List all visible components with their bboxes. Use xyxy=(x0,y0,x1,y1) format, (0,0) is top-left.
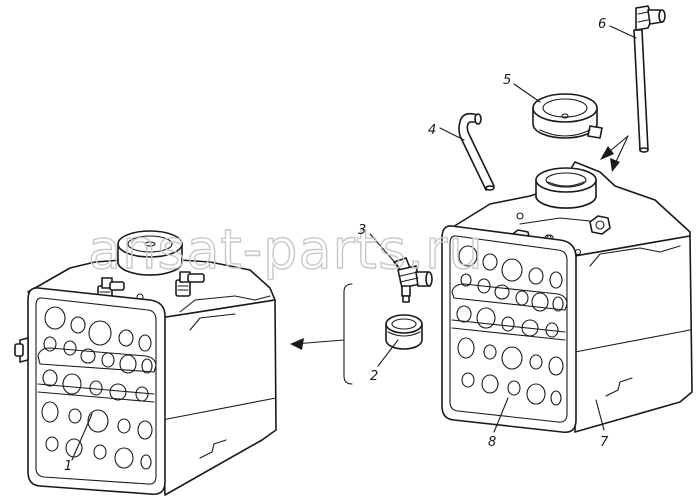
left-tank xyxy=(14,230,277,496)
left-tank-front-inner xyxy=(35,297,157,485)
left-tank-lug-bolt xyxy=(14,343,24,357)
part-5-filler-cap xyxy=(532,93,603,139)
part-2-coupling xyxy=(385,314,423,350)
right-tank-bolt xyxy=(516,212,524,220)
part-6-vent-tube xyxy=(633,5,666,153)
right-tank-rib-upper xyxy=(451,283,568,311)
left-tank-front-frame xyxy=(27,287,166,496)
callout-4: 4 xyxy=(428,123,436,138)
right-tank-top-step xyxy=(519,217,601,225)
right-tank-top-ridge xyxy=(589,245,681,267)
right-tank-dimples xyxy=(456,245,564,406)
callout-3: 3 xyxy=(358,223,366,238)
leader-4 xyxy=(439,127,465,141)
leader-lines xyxy=(71,25,637,461)
right-tank-neck-rim xyxy=(535,167,597,193)
callout-1: 1 xyxy=(64,459,72,474)
leader-7 xyxy=(595,399,605,431)
callout-6: 6 xyxy=(598,17,606,32)
right-tank-side-seam xyxy=(574,329,691,353)
callout-2: 2 xyxy=(370,369,378,384)
leader-1 xyxy=(71,413,93,461)
leader-3 xyxy=(369,233,399,267)
right-tank-side xyxy=(574,235,693,433)
callout-8: 8 xyxy=(488,435,496,450)
assembly-arrow-head xyxy=(290,338,304,350)
group-bracket xyxy=(343,283,353,385)
left-tank-top-step xyxy=(189,313,236,331)
left-tank-top-ridge xyxy=(179,295,271,313)
callout-5: 5 xyxy=(503,73,511,88)
left-tank-foot xyxy=(199,439,227,459)
left-tank-side xyxy=(159,299,277,496)
callout-7: 7 xyxy=(600,435,609,450)
leader-5 xyxy=(513,83,541,103)
left-tank-rib-lower xyxy=(37,383,155,403)
right-tank-neck-thread xyxy=(547,181,585,187)
leader-8 xyxy=(493,397,509,433)
part-3-tap xyxy=(393,257,433,303)
left-tank-rib-upper xyxy=(37,347,157,373)
left-tank-cap-center xyxy=(144,241,156,247)
right-tank-nut-b xyxy=(589,215,611,235)
leader-2 xyxy=(377,339,399,367)
right-tank xyxy=(441,161,693,434)
right-tank-neck-hole xyxy=(545,172,587,188)
right-tank-front-inner xyxy=(449,235,568,423)
left-tank-cap-inner xyxy=(127,235,173,253)
left-tank-dimples xyxy=(41,306,153,470)
watermark-text: ansat-parts.ru xyxy=(88,218,484,281)
left-tank-cap-top xyxy=(117,230,183,258)
left-tank-fitting-b xyxy=(175,271,205,297)
leader-6 xyxy=(609,25,637,39)
right-tank-foot xyxy=(605,377,633,397)
left-tank-side-seam xyxy=(161,397,277,421)
vent-arrow-head-a xyxy=(600,146,614,160)
vent-arrow-head-b xyxy=(610,158,620,172)
part-4-bent-pipe xyxy=(458,112,495,191)
